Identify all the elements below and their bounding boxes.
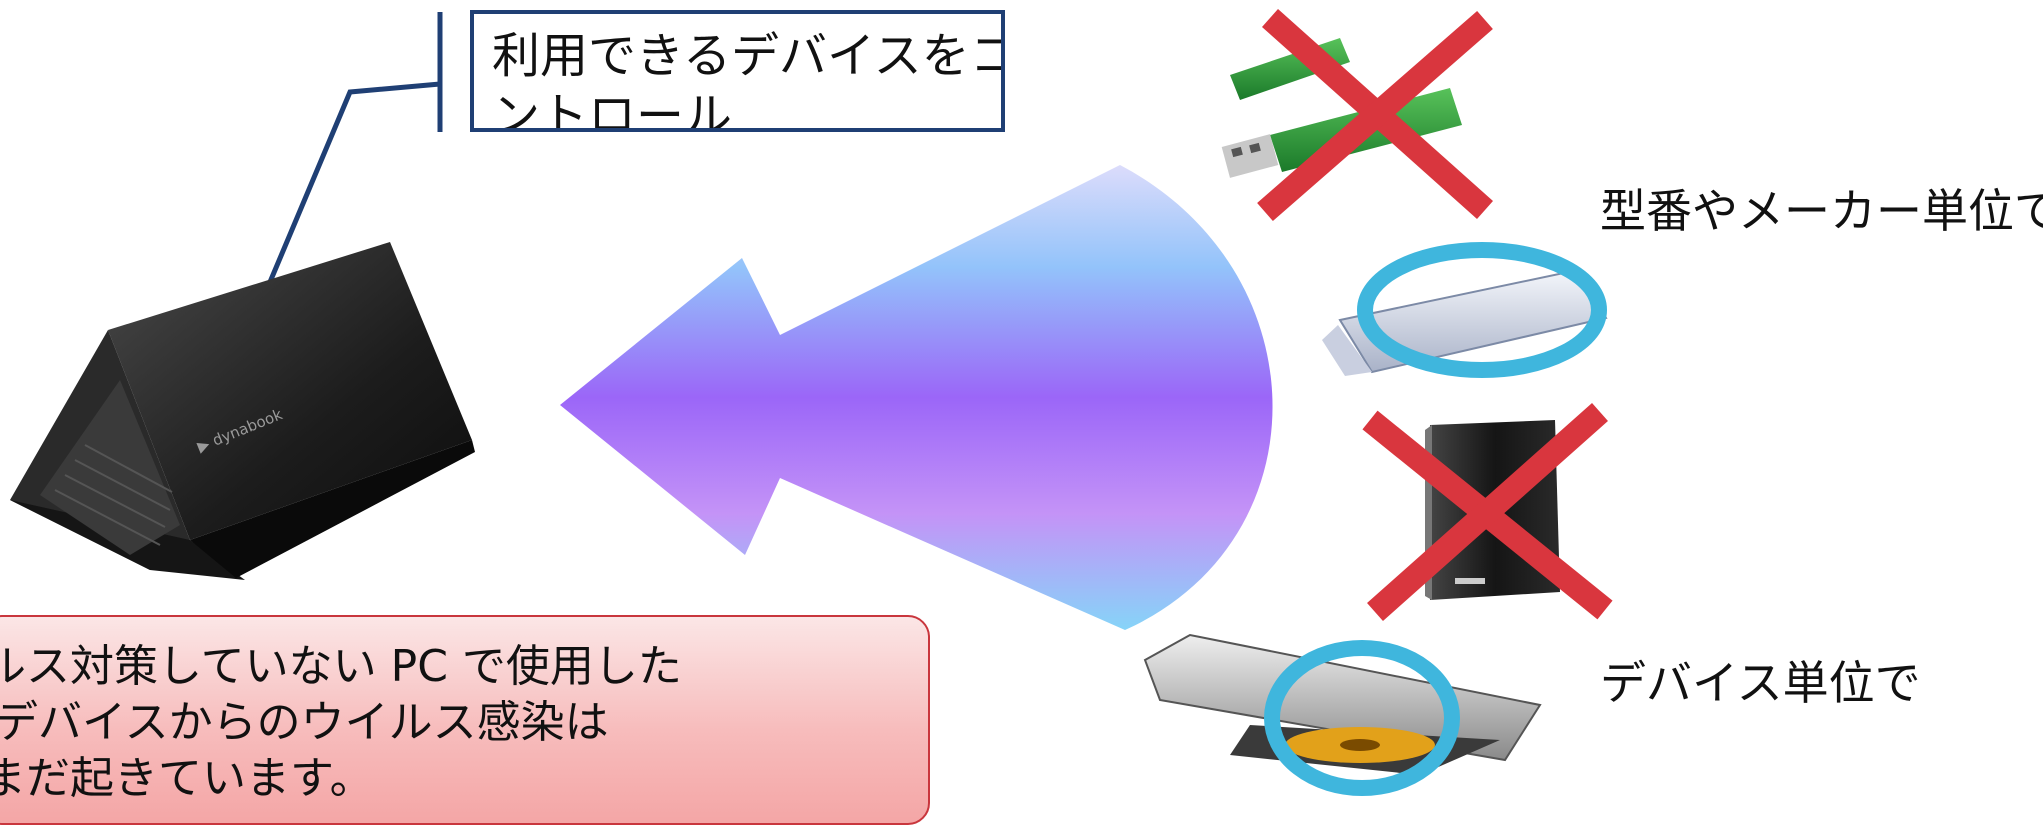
warning-text-line1: ルス対策していない PC で使用した	[0, 641, 682, 692]
big-arrow	[560, 165, 1273, 630]
model-maker-unit-label: 型番やメーカー単位で	[1600, 184, 2043, 238]
optical-drive-icon	[1143, 633, 1542, 775]
deny-x-icon	[1257, 9, 1493, 222]
warning-box: ルス対策していない PC で使用した デバイスからのウイルス感染は まだ起きてい…	[0, 615, 930, 825]
laptop-icon: ▶ dynabook	[10, 242, 475, 580]
allow-circle-icon	[1357, 242, 1607, 378]
warning-text-line2: デバイスからのウイルス感染は	[0, 697, 609, 748]
deny-x-icon	[1362, 403, 1613, 621]
allow-circle-icon	[1264, 640, 1460, 796]
callout-text-line2: ントロール	[492, 88, 733, 132]
callout-leader-line	[267, 81, 441, 283]
device-unit-label: デバイス単位で	[1600, 656, 1921, 710]
callout-box: 利用できるデバイスをコ ントロール	[470, 10, 1005, 132]
callout-text-line1: 利用できるデバイスをコ	[492, 28, 1005, 84]
warning-text-line3: まだ起きています。	[0, 753, 374, 804]
